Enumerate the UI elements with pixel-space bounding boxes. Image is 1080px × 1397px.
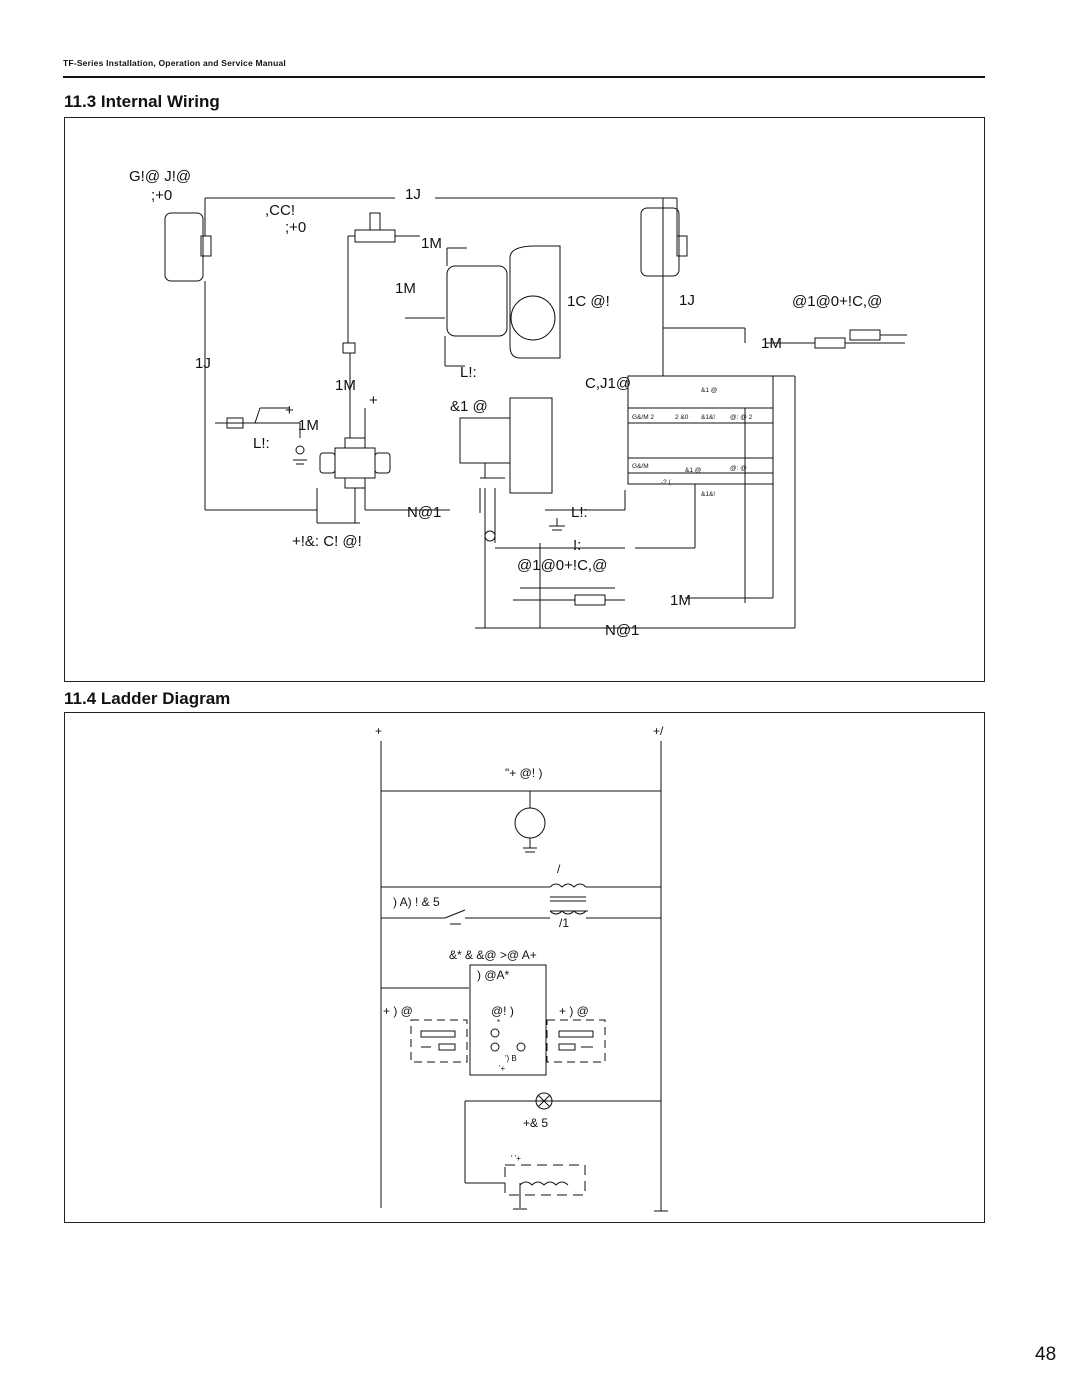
pressure-switch — [354, 229, 396, 243]
ladder-row-a: ) A) ! & 5 — [393, 895, 440, 909]
blower-housing — [509, 245, 561, 359]
module-label: -? ( — [661, 479, 672, 486]
label-cj1: C,J1@ — [585, 375, 631, 392]
gas-valve-label-1: G!@ J!@ — [129, 168, 191, 185]
module-label: @: @ — [730, 465, 747, 472]
module-label: G&/M 2 — [632, 414, 654, 421]
excl-label: !: — [573, 537, 581, 554]
label-81: &1 @ — [450, 398, 488, 415]
right-rail-label: +/ — [653, 724, 664, 738]
internal-wiring-diagram: G!@ J!@ ;+0 1J ,CC! ;+0 1M 1M 1C @! 1J @… — [64, 117, 985, 682]
label-l-right: L!: — [571, 504, 588, 521]
module-label: &1 @ — [701, 387, 718, 394]
lamp-label: +& 5 — [523, 1116, 548, 1130]
module-label: &1&! — [701, 414, 715, 421]
transformer — [334, 447, 376, 479]
header-rule — [63, 76, 985, 78]
page-number: 48 — [1035, 1344, 1057, 1365]
label-l-left: L!: — [253, 435, 270, 452]
motor-symbol — [514, 807, 546, 839]
blower-motor — [446, 265, 508, 337]
ladder-tiny-label: ' '+ — [511, 1154, 521, 1163]
ladder-row-d-mid: @! ) — [491, 1004, 514, 1018]
label-1m-e: 1M — [670, 592, 691, 609]
label-l-mid: L!: — [460, 364, 477, 381]
ladder-diagram: + +/ "+ @! ) / ) A) ! & 5 /1 &* & &@ >@ … — [64, 712, 985, 1223]
ignition-module — [459, 417, 511, 464]
module-label: &1 @ — [685, 467, 702, 474]
module-label: 2 &0 — [675, 414, 689, 421]
module-label: @: @ 2 — [730, 414, 753, 421]
left-rail-label: + — [375, 724, 382, 738]
sensor-bottom-label: @1@0+!C,@ — [517, 557, 607, 574]
ladder-row-b: &* & &@ >@ A+ — [449, 948, 537, 962]
gas-valve-label-2: ;+0 — [151, 187, 172, 204]
ladder-tiny-label: ') B — [505, 1054, 517, 1063]
label-1j-left: 1J — [195, 355, 211, 372]
label-n1-bottom: N@1 — [605, 622, 639, 639]
wiring-svg: G!@ J!@ ;+0 1J ,CC! ;+0 1M 1M 1C @! 1J @… — [129, 168, 907, 639]
ladder-tiny-label: '+ — [499, 1064, 506, 1073]
control-box — [469, 964, 547, 1076]
label-1j-right: 1J — [679, 292, 695, 309]
label-1c: 1C @! — [567, 293, 610, 310]
transformer-note: +!&: C! @! — [292, 533, 362, 550]
section-title-ladder-diagram: 11.4 Ladder Diagram — [64, 689, 231, 708]
module-label: G&/M — [632, 463, 649, 470]
plus-a: + — [285, 402, 294, 419]
module-label: &1&! — [701, 491, 715, 498]
running-header: TF-Series Installation, Operation and Se… — [63, 58, 286, 68]
cc-label-2: ;+0 — [285, 219, 306, 236]
motor-label: "+ @! ) — [505, 766, 542, 780]
ladder-tiny-label: * — [497, 1018, 500, 1027]
right-valve — [640, 207, 680, 277]
ladder-row-d-right: + ) @ — [559, 1004, 589, 1018]
left-valve — [164, 212, 204, 282]
slash-label: / — [557, 862, 561, 876]
label-1j-top: 1J — [405, 186, 421, 203]
ladder-row-d-left: + ) @ — [383, 1004, 413, 1018]
cc-label-1: ,CC! — [265, 202, 295, 219]
label-1m-d: 1M — [298, 417, 319, 434]
ladder-row-c: ) @A* — [477, 968, 510, 982]
slash1-label: /1 — [559, 916, 569, 930]
label-1m-b: 1M — [395, 280, 416, 297]
label-1m-right: 1M — [761, 335, 782, 352]
label-1m-c: 1M — [335, 377, 356, 394]
ladder-svg: + +/ "+ @! ) / ) A) ! & 5 /1 &* & &@ >@ … — [375, 724, 668, 1212]
label-n1: N@1 — [407, 504, 441, 521]
sensor-right-label: @1@0+!C,@ — [792, 293, 882, 310]
lamp-symbol — [535, 1092, 553, 1110]
label-1m-a: 1M — [421, 235, 442, 252]
section-title-internal-wiring: 11.3 Internal Wiring — [64, 92, 220, 111]
plus-b: + — [369, 392, 378, 409]
